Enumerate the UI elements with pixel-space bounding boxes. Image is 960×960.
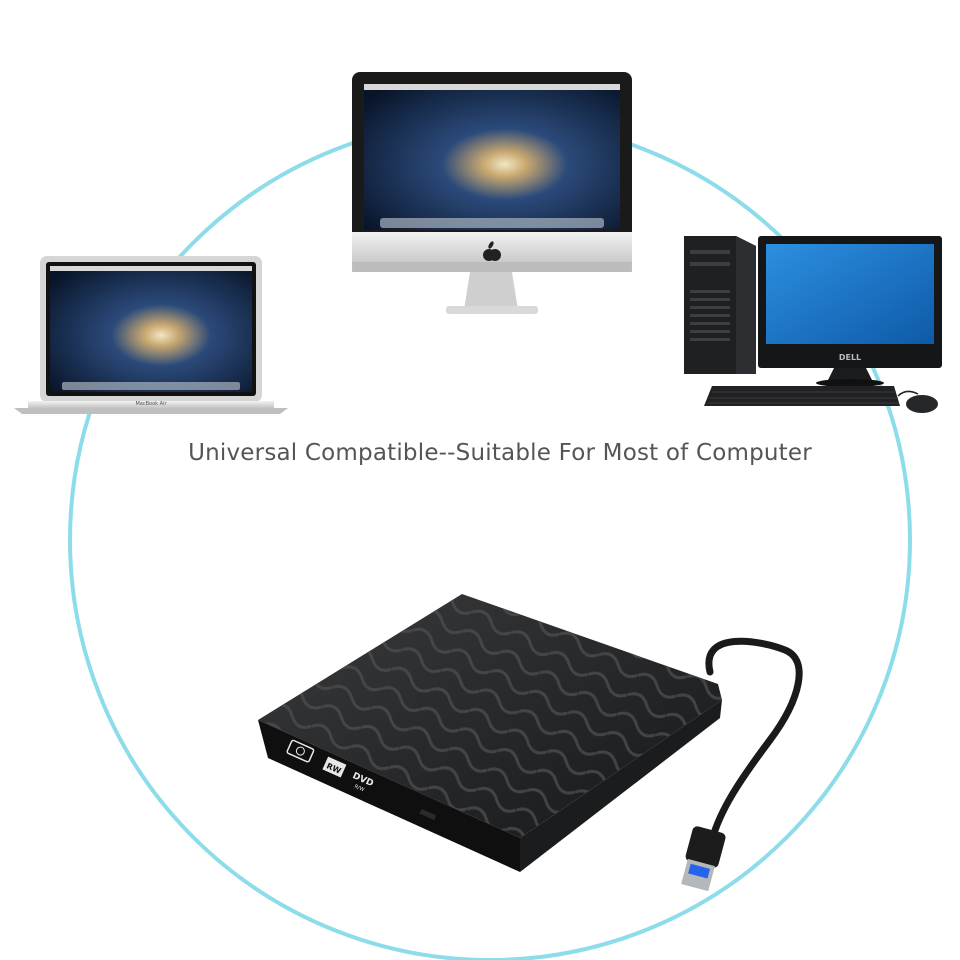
- apple-logo-icon: [483, 241, 501, 261]
- external-dvd-drive: RW DVD R/W: [258, 594, 803, 892]
- usb-plug: [681, 826, 726, 892]
- laptop-label: MacBook Air: [135, 401, 167, 407]
- dell-brand-label: DELL: [839, 353, 861, 362]
- drive-front: [258, 720, 520, 872]
- usb-cable: [705, 637, 803, 844]
- cd-badge-icon: [286, 739, 315, 763]
- tagline-text: Universal Compatible--Suitable For Most …: [188, 440, 812, 466]
- dell-desktop: DELL: [684, 236, 942, 413]
- mouse: [906, 395, 938, 413]
- macbook-laptop: MacBook Air: [14, 256, 288, 414]
- imac-computer: [352, 72, 632, 314]
- svg-text:R/W: R/W: [353, 784, 365, 794]
- eject-button: [419, 808, 437, 820]
- rw-badge: RW: [322, 756, 347, 778]
- keyboard: [704, 386, 900, 406]
